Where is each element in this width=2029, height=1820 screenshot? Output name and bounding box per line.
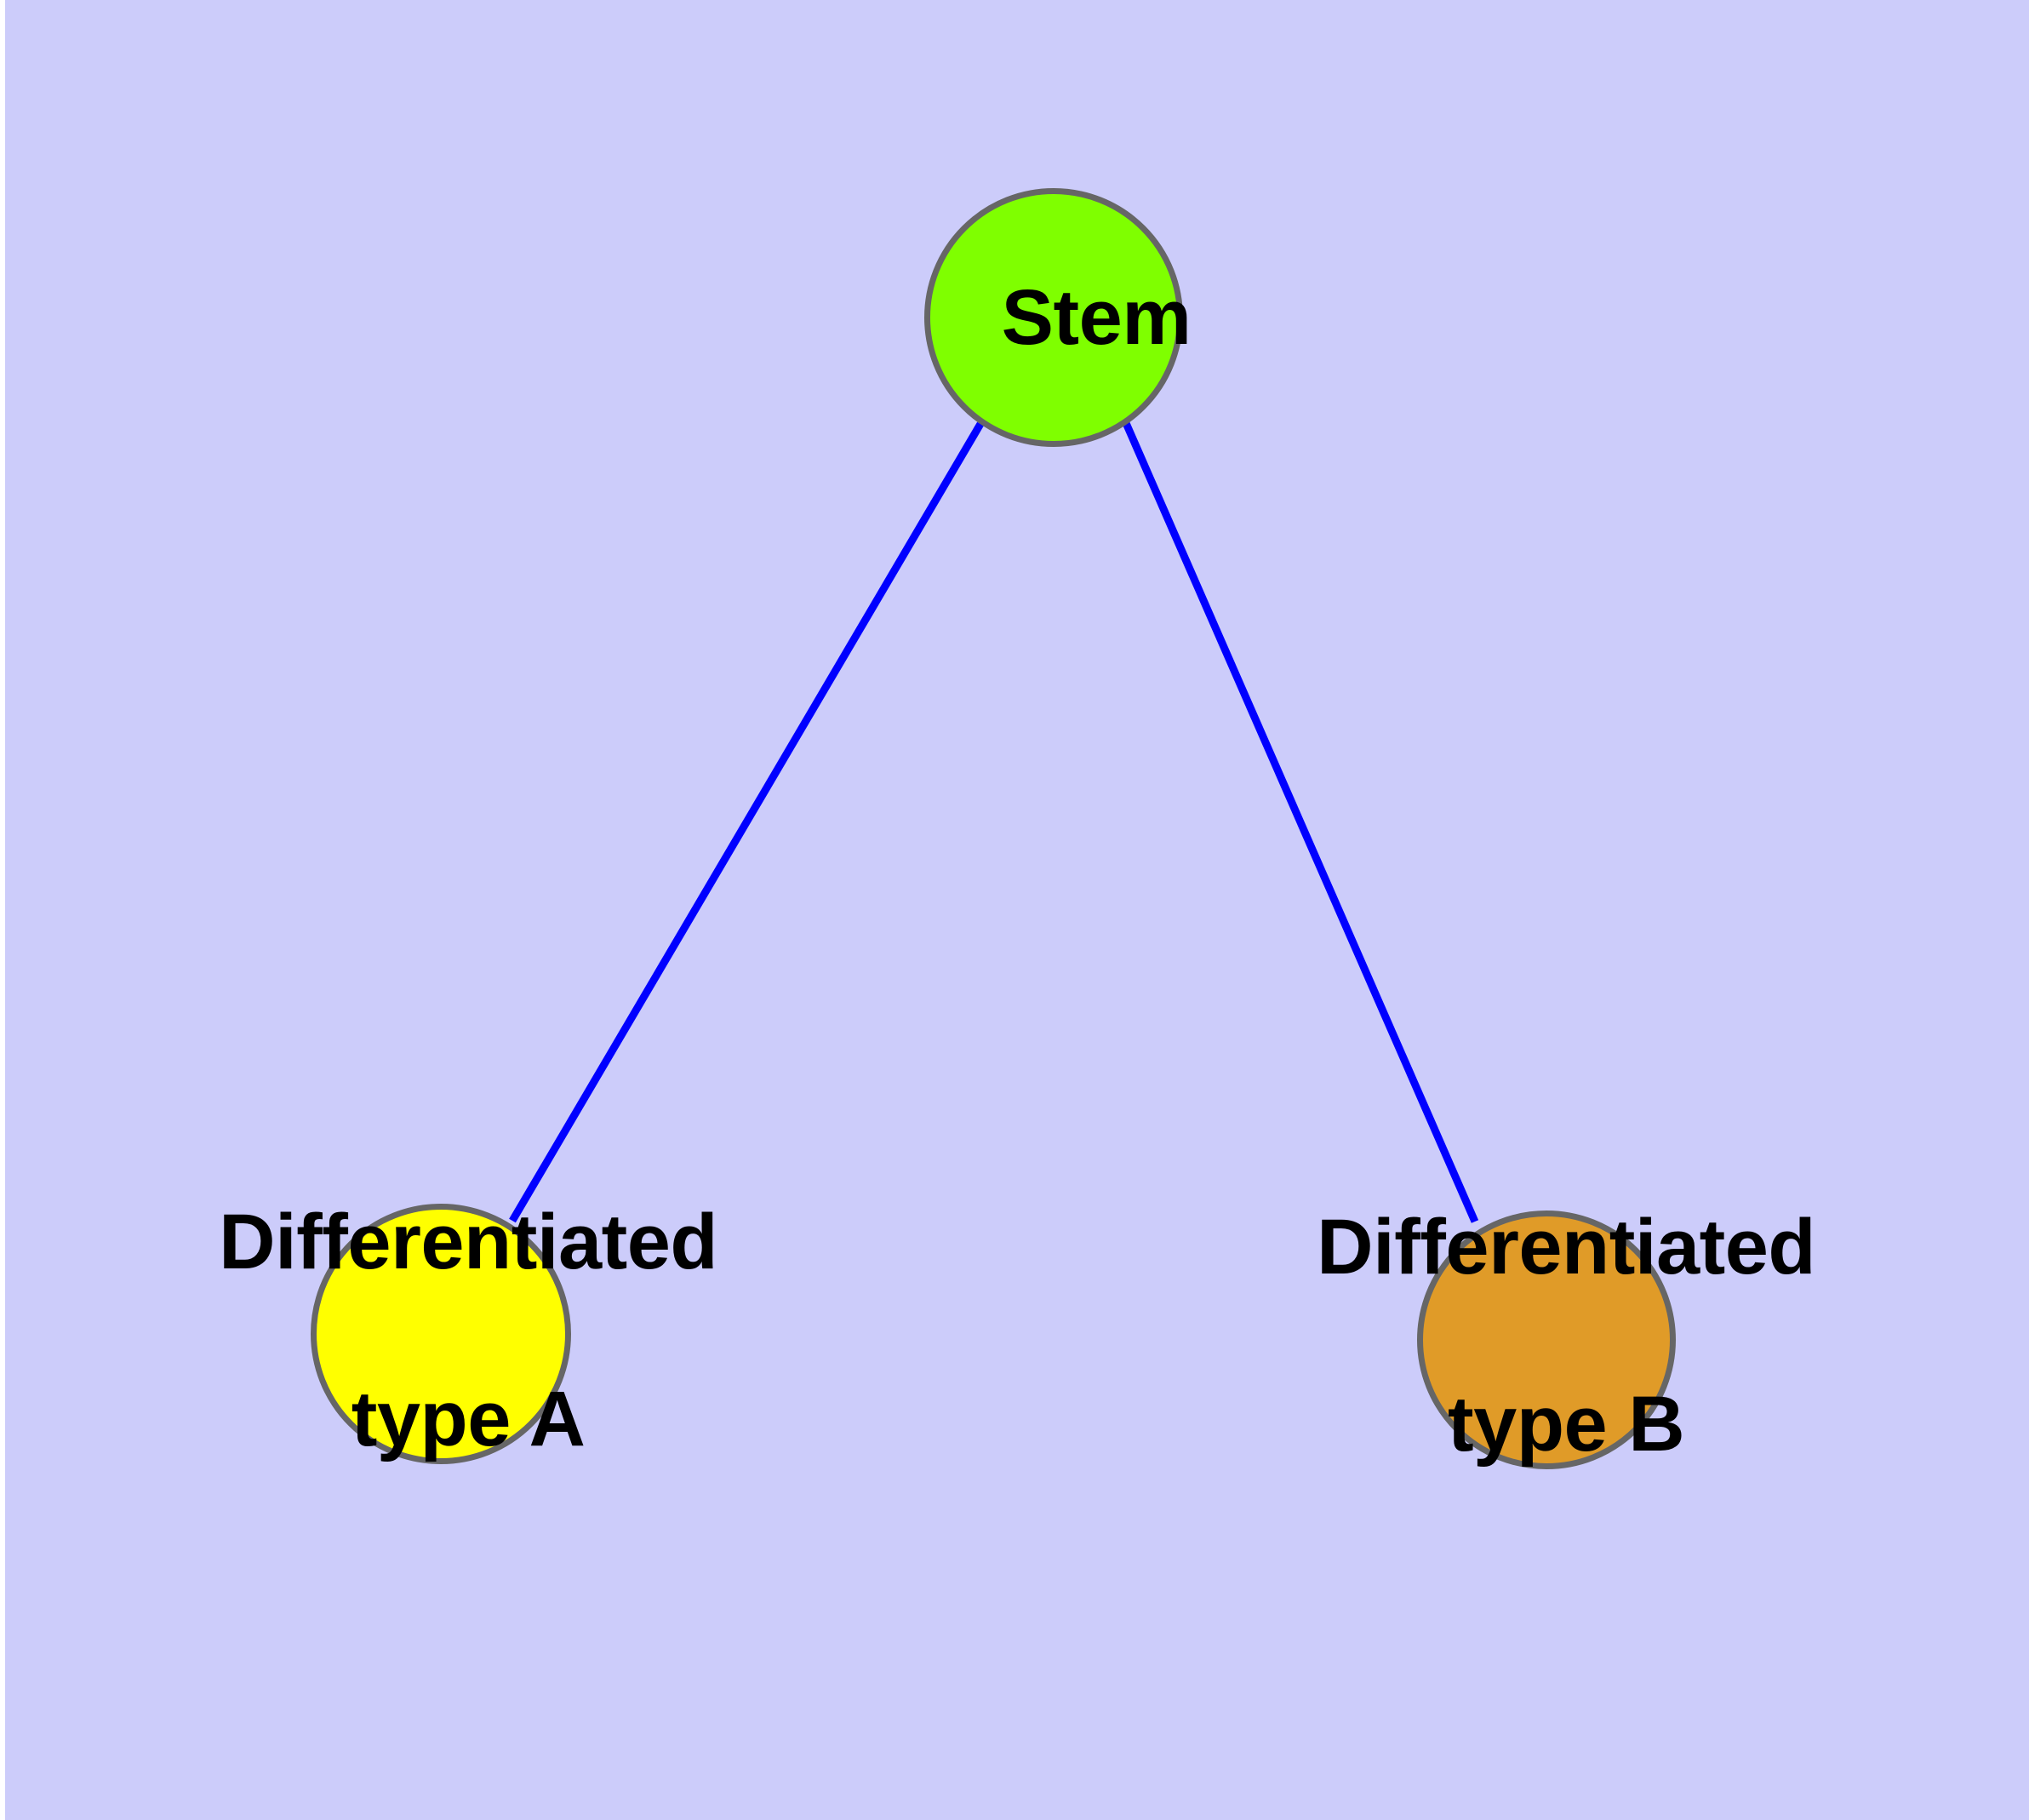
node-stem[interactable]	[924, 188, 1183, 447]
node-layer	[311, 188, 1676, 1469]
edge-stem-to-diff-a[interactable]	[509, 421, 984, 1223]
edge-stem-to-diff-b[interactable]	[1122, 421, 1479, 1223]
edge-layer	[509, 421, 1479, 1223]
node-differentiated-type-a[interactable]	[311, 1204, 571, 1464]
node-differentiated-type-b[interactable]	[1417, 1210, 1676, 1469]
